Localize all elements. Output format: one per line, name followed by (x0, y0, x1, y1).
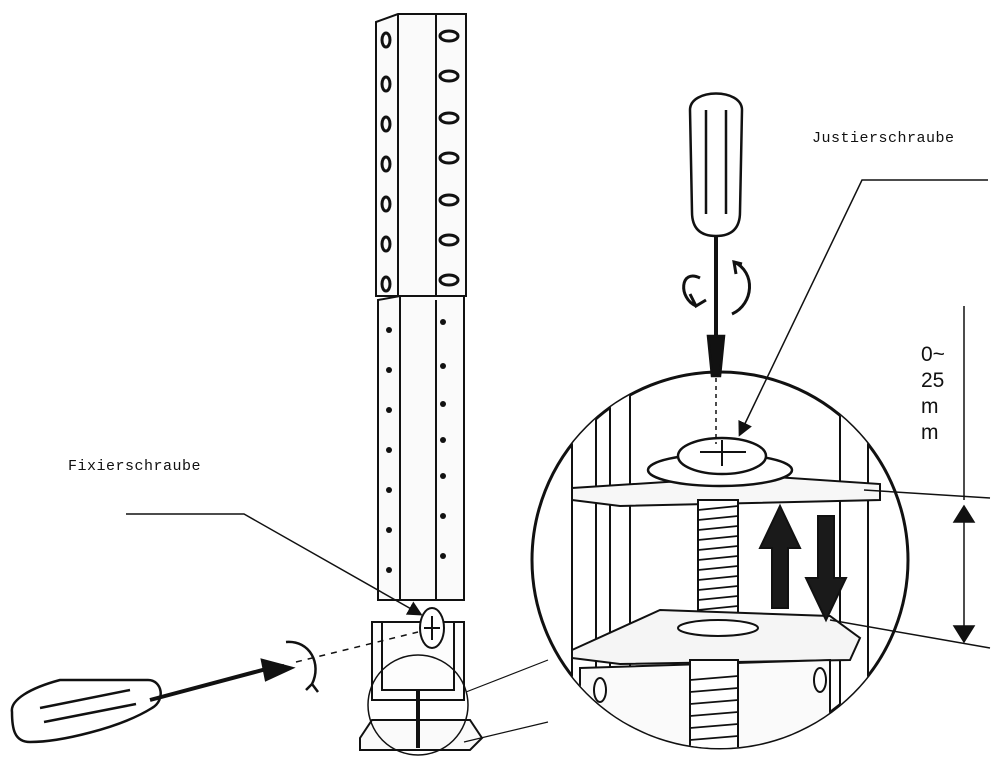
rotation-arrow-top (682, 259, 751, 316)
range-line-3: m (921, 395, 939, 418)
label-fixing-screw: Fixierschraube (68, 458, 202, 475)
range-line-4: m (921, 421, 939, 444)
leg-slots-upper (380, 29, 460, 293)
label-adjusting-screw: Justierschraube (812, 130, 955, 147)
fixing-screw-head (419, 607, 445, 649)
down-arrow-icon (804, 515, 848, 623)
screwdriver-right (688, 92, 744, 378)
zoom-connector (463, 659, 549, 743)
dimension-indicator (829, 306, 991, 649)
screw-axis-dashed-left (295, 631, 419, 663)
telescopic-leg (359, 13, 484, 756)
rotation-arrow-left (285, 640, 319, 693)
screwdriver-left (10, 658, 296, 744)
leg-holes-lower (386, 319, 446, 573)
up-arrow-icon (758, 503, 802, 609)
leader-line-adjusting (738, 179, 988, 437)
detail-zoom (530, 370, 910, 750)
leader-line-fixing (126, 513, 423, 616)
label-adjustment-range: 0~ 25 m m (921, 342, 957, 446)
range-line-1: 0~ (921, 343, 945, 366)
range-line-2: 25 (921, 369, 945, 392)
